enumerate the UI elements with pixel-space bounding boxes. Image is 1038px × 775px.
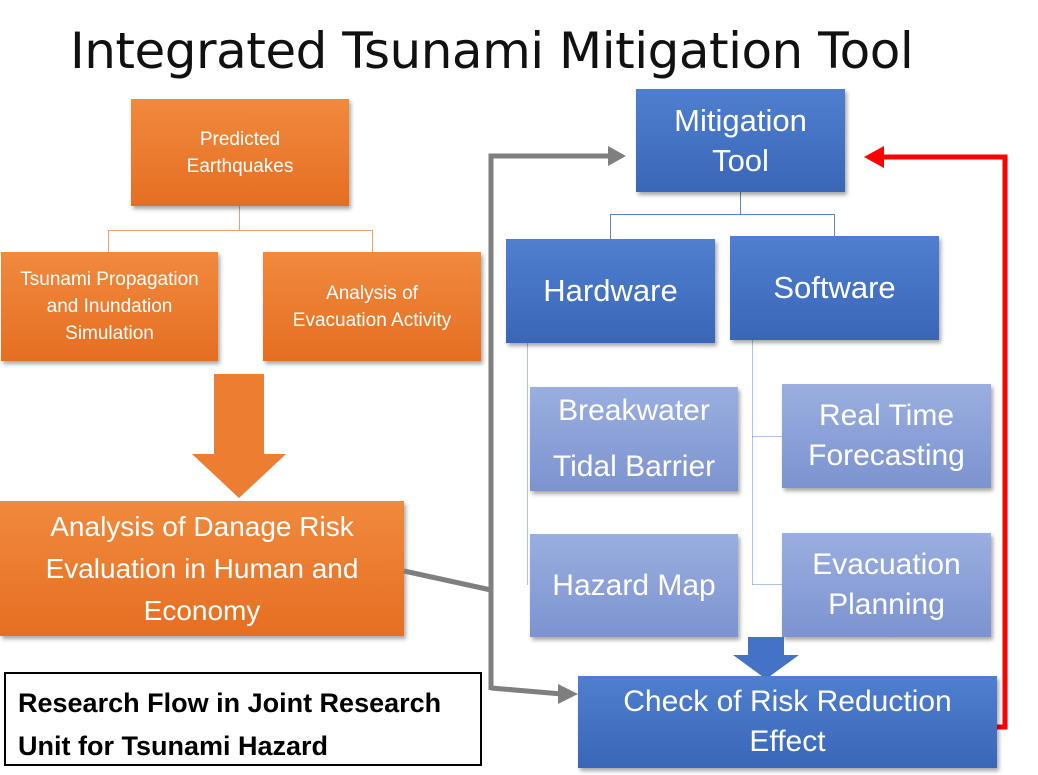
evacuation-activity-box: Analysis of Evacuation Activity: [263, 252, 481, 361]
box-label: Predicted: [199, 128, 281, 150]
connector-line: [834, 214, 835, 236]
box-label: Evaluation in Human and: [45, 552, 359, 584]
connector-line: [752, 584, 782, 585]
note-line: Research Flow in Joint Research: [18, 688, 442, 718]
box-label: Tool: [712, 142, 769, 178]
connector-line: [610, 214, 611, 239]
box-label: Hardware: [543, 273, 678, 308]
box-label: Earthquakes: [186, 155, 294, 177]
connector-line: [239, 206, 240, 230]
hazard-map-box: Hazard Map: [530, 534, 738, 637]
connector-line: [108, 230, 109, 252]
connector-line: [740, 192, 741, 214]
connector-line: [527, 343, 528, 585]
box-label: Analysis of: [326, 282, 418, 304]
box-label: Software: [773, 270, 896, 305]
box-label: Tsunami Propagation: [20, 269, 199, 290]
down-arrow-icon: [733, 637, 799, 679]
connector-line: [108, 230, 373, 231]
box-label: Evacuation: [812, 548, 961, 581]
connector-line: [752, 340, 753, 585]
box-label: Real Time: [818, 399, 955, 432]
box-label: and Inundation: [46, 296, 173, 317]
box-label: Mitigation: [674, 102, 807, 138]
box-label: Planning: [828, 588, 945, 621]
connector-line: [372, 230, 373, 252]
connector-line: [610, 214, 835, 215]
research-flow-note: Research Flow in Joint Research Unit for…: [4, 672, 482, 766]
box-label: Economy: [143, 594, 261, 626]
box-label: Effect: [749, 725, 826, 758]
page-title: Integrated Tsunami Mitigation Tool: [70, 22, 914, 80]
hardware-box: Hardware: [506, 239, 715, 343]
box-label: Analysis of Danage Risk: [50, 510, 354, 542]
box-label: Hazard Map: [552, 568, 716, 602]
box-label: Forecasting: [808, 439, 965, 472]
box-label: Tidal Barrier: [552, 450, 716, 483]
box-label: Check of Risk Reduction: [623, 685, 952, 718]
down-arrow-icon: [192, 374, 286, 498]
box-label: Simulation: [65, 323, 154, 344]
connector-line: [752, 436, 782, 437]
note-line: Unit for Tsunami Hazard: [18, 731, 329, 761]
box-label: Breakwater: [558, 394, 710, 427]
box-label: Evacuation Activity: [292, 309, 452, 331]
software-box: Software: [730, 236, 939, 340]
